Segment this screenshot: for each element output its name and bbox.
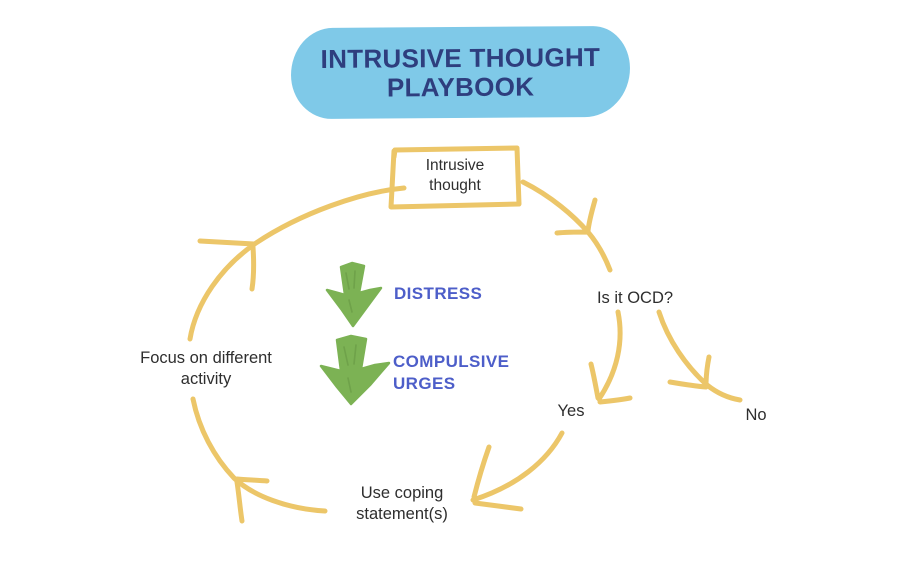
label-compulsive-urges-line2: URGES — [393, 374, 456, 393]
arrow-yes-to-coping — [470, 430, 565, 512]
arrow-ocd-to-no — [656, 309, 743, 403]
node-use-coping-statements: Use coping statement(s) — [307, 483, 497, 525]
node-focus-activity: Focus on different activity — [116, 348, 296, 390]
node-use-coping-statements-line1: Use coping — [360, 484, 444, 502]
branch-no-label: No — [745, 406, 767, 424]
label-compulsive-urges: COMPULSIVE URGES — [393, 351, 509, 395]
node-is-it-ocd: Is it OCD? — [596, 289, 674, 307]
arrow-ocd-to-yes — [588, 309, 633, 405]
label-distress: DISTRESS — [394, 284, 483, 303]
arrow-activity-to-thought — [187, 185, 407, 342]
node-use-coping-statements-line2: statement(s) — [356, 505, 448, 523]
title-banner: INTRUSIVE THOUGHT PLAYBOOK — [290, 25, 631, 120]
node-intrusive-thought-line2: thought — [429, 177, 481, 194]
thought-box-outline — [388, 145, 522, 210]
arrow-coping-to-activity — [190, 396, 328, 524]
green-down-arrow-icon — [325, 261, 383, 328]
label-compulsive-urges-line1: COMPULSIVE — [393, 352, 510, 371]
node-intrusive-thought: Intrusive thought — [390, 156, 520, 196]
page-title-line1: INTRUSIVE THOUGHT — [320, 41, 601, 74]
node-intrusive-thought-line1: Intrusive — [425, 157, 485, 174]
branch-yes-label: Yes — [557, 402, 585, 420]
arrow-thought-to-ocd — [520, 179, 613, 273]
node-focus-activity-line1: Focus on different — [140, 349, 272, 367]
node-focus-activity-line2: activity — [180, 370, 232, 388]
green-down-arrow-icon — [319, 334, 391, 406]
page-title-line2: PLAYBOOK — [386, 70, 535, 103]
